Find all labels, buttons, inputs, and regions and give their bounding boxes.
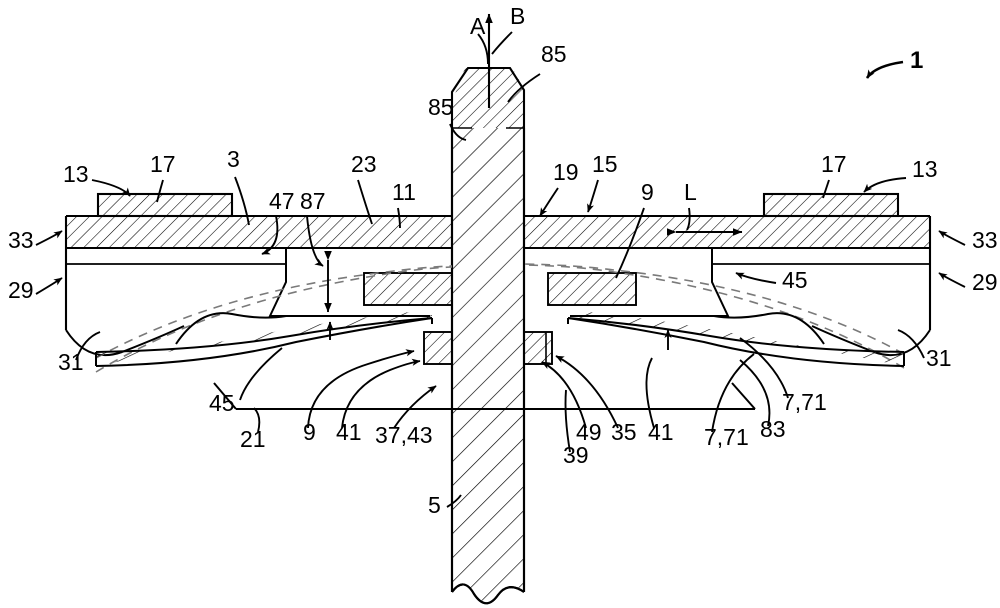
leader-29-left (35, 277, 63, 295)
ref-33-right: 33 (972, 227, 998, 253)
leader-L (686, 207, 691, 231)
ref-85-b: 85 (428, 94, 454, 120)
ref-13-right: 13 (912, 156, 938, 182)
ref-83: 83 (760, 416, 786, 442)
leader-31-right (897, 329, 925, 359)
ref-3: 3 (227, 146, 240, 172)
ref-L: L (684, 179, 697, 205)
leader-7-71-a (711, 353, 755, 433)
upper-plate-left (64, 214, 452, 330)
leader-49 (541, 361, 587, 429)
leader-15 (587, 179, 599, 213)
ref-85-a: 85 (541, 41, 567, 67)
leader-33-left (35, 230, 63, 246)
ref-41-right: 41 (648, 419, 674, 445)
ref-9-left: 9 (303, 419, 316, 445)
leader-85-a (507, 73, 541, 103)
pad-left-17 (96, 192, 234, 218)
ref-15: 15 (592, 151, 618, 177)
leader-A (477, 33, 489, 65)
axis-label-a: A (470, 13, 486, 39)
ref-31-right: 31 (926, 345, 952, 371)
leader-11 (397, 207, 401, 229)
leader-41-left (341, 358, 421, 429)
leader-17-left (156, 179, 164, 203)
ref-13-left: 13 (63, 161, 89, 187)
leader-B (491, 31, 513, 55)
ref-31-left: 31 (58, 349, 84, 375)
leader-3 (234, 176, 250, 226)
diaphragm-spring-right-7-71 (567, 310, 905, 367)
collar-right-39-49 (523, 331, 553, 365)
inner-block-left-9 (363, 272, 453, 306)
leader-41-right (645, 357, 655, 429)
pad-right-17 (762, 192, 900, 218)
leader-17-right (822, 179, 830, 199)
leader-5 (446, 494, 462, 508)
ref-19: 19 (553, 159, 579, 185)
leader-13-left (91, 179, 131, 197)
inner-block-right-15 (547, 272, 637, 306)
leader-37-43 (393, 385, 437, 429)
leader-83 (739, 359, 771, 427)
axis-label-b: B (510, 3, 525, 29)
leader-39 (564, 389, 571, 453)
leader-33-right (938, 230, 966, 246)
ref-21: 21 (240, 426, 266, 452)
leader-21 (253, 407, 261, 433)
ref-49: 49 (576, 419, 602, 445)
ref-5: 5 (428, 492, 441, 518)
ref-47: 47 (269, 188, 295, 214)
ref-29-left: 29 (8, 277, 34, 303)
leader-19 (539, 187, 559, 217)
leader-87 (306, 215, 324, 267)
leader-lines (35, 31, 966, 508)
collar-left-37-43 (423, 331, 453, 365)
shaft-5 (450, 128, 526, 605)
figure-label: 1 (910, 47, 923, 74)
ref-23: 23 (351, 151, 377, 177)
leader-45-left (239, 347, 283, 401)
ref-45-right: 45 (782, 267, 808, 293)
ref-17-left: 17 (150, 151, 176, 177)
ref-37-43: 37,43 (375, 422, 433, 448)
leader-47 (261, 215, 279, 255)
leader-9-right (615, 207, 645, 279)
ref-45-left: 45 (209, 390, 235, 416)
leader-29-right (938, 272, 966, 288)
leader-35 (555, 355, 619, 429)
diaphragm-spring-left-7-71 (95, 310, 433, 367)
leader-45-right (735, 272, 777, 284)
ref-87: 87 (300, 188, 326, 214)
leader-23 (357, 179, 373, 225)
ref-35: 35 (611, 419, 637, 445)
leader-31-left (75, 331, 101, 361)
ref-41-left: 41 (336, 419, 362, 445)
ref-7-71-a: 7,71 (704, 424, 749, 450)
leader-9-left (307, 349, 415, 429)
ref-7-71-b: 7,71 (782, 389, 827, 415)
leader-fig-1 (865, 60, 904, 79)
leader-85-b (449, 123, 467, 141)
ref-9-right: 9 (641, 179, 654, 205)
leader-13-right (863, 177, 907, 193)
dashed-deflection-curves (95, 263, 905, 373)
ref-39: 39 (563, 442, 589, 468)
ref-29-right: 29 (972, 269, 998, 295)
ref-17-right: 17 (821, 151, 847, 177)
ref-11: 11 (392, 179, 416, 205)
reference-numeral-labels: A B 1 13 17 3 47 87 23 11 19 15 9 L 17 1… (8, 3, 998, 518)
lower-housing-base-21 (213, 382, 756, 410)
leader-7-71-b (739, 337, 789, 399)
ref-33-left: 33 (8, 227, 34, 253)
